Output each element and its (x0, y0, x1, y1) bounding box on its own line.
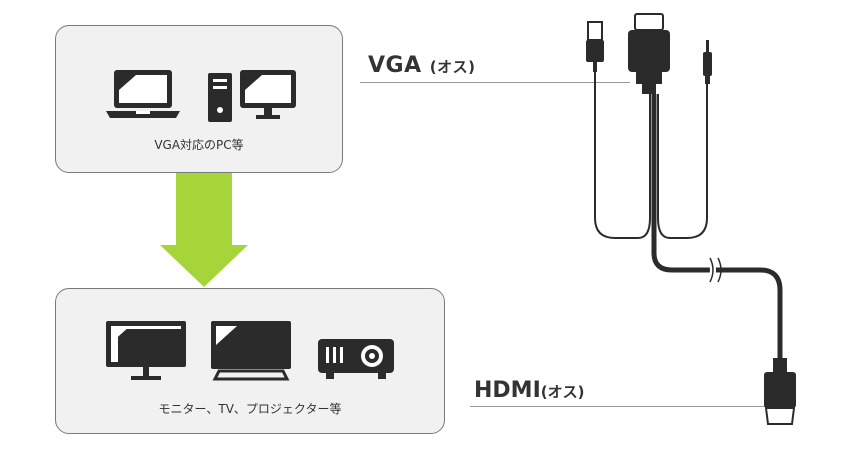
projector-icon (318, 339, 394, 379)
cable-illustration (586, 13, 796, 425)
hdmi-leader-line (470, 406, 770, 407)
vga-leader-line (360, 82, 630, 83)
vga-connector-label: VGA (オス) (368, 53, 476, 78)
hdmi-suffix: (オス) (540, 383, 585, 401)
tv-icon (211, 321, 291, 381)
vga-plug-icon (628, 13, 670, 94)
hdmi-name: HDMI (474, 378, 541, 403)
vga-suffix: (オス) (429, 58, 476, 76)
monitor-icon (106, 321, 186, 380)
source-label: VGA対応のPC等 (154, 138, 244, 152)
destination-label: モニター、TV、プロジェクター等 (158, 402, 342, 416)
flow-arrow-icon (160, 173, 248, 287)
destination-device-box: モニター、TV、プロジェクター等 (55, 288, 445, 434)
source-device-box: VGA対応のPC等 (55, 25, 343, 173)
audio-jack-icon (703, 40, 712, 84)
vga-name: VGA (368, 53, 422, 78)
desktop-pc-icon (208, 70, 296, 122)
laptop-icon (106, 70, 180, 118)
usb-plug-icon (586, 21, 604, 72)
hdmi-connector-label: HDMI(オス) (474, 378, 584, 403)
hdmi-plug-icon (764, 358, 796, 425)
